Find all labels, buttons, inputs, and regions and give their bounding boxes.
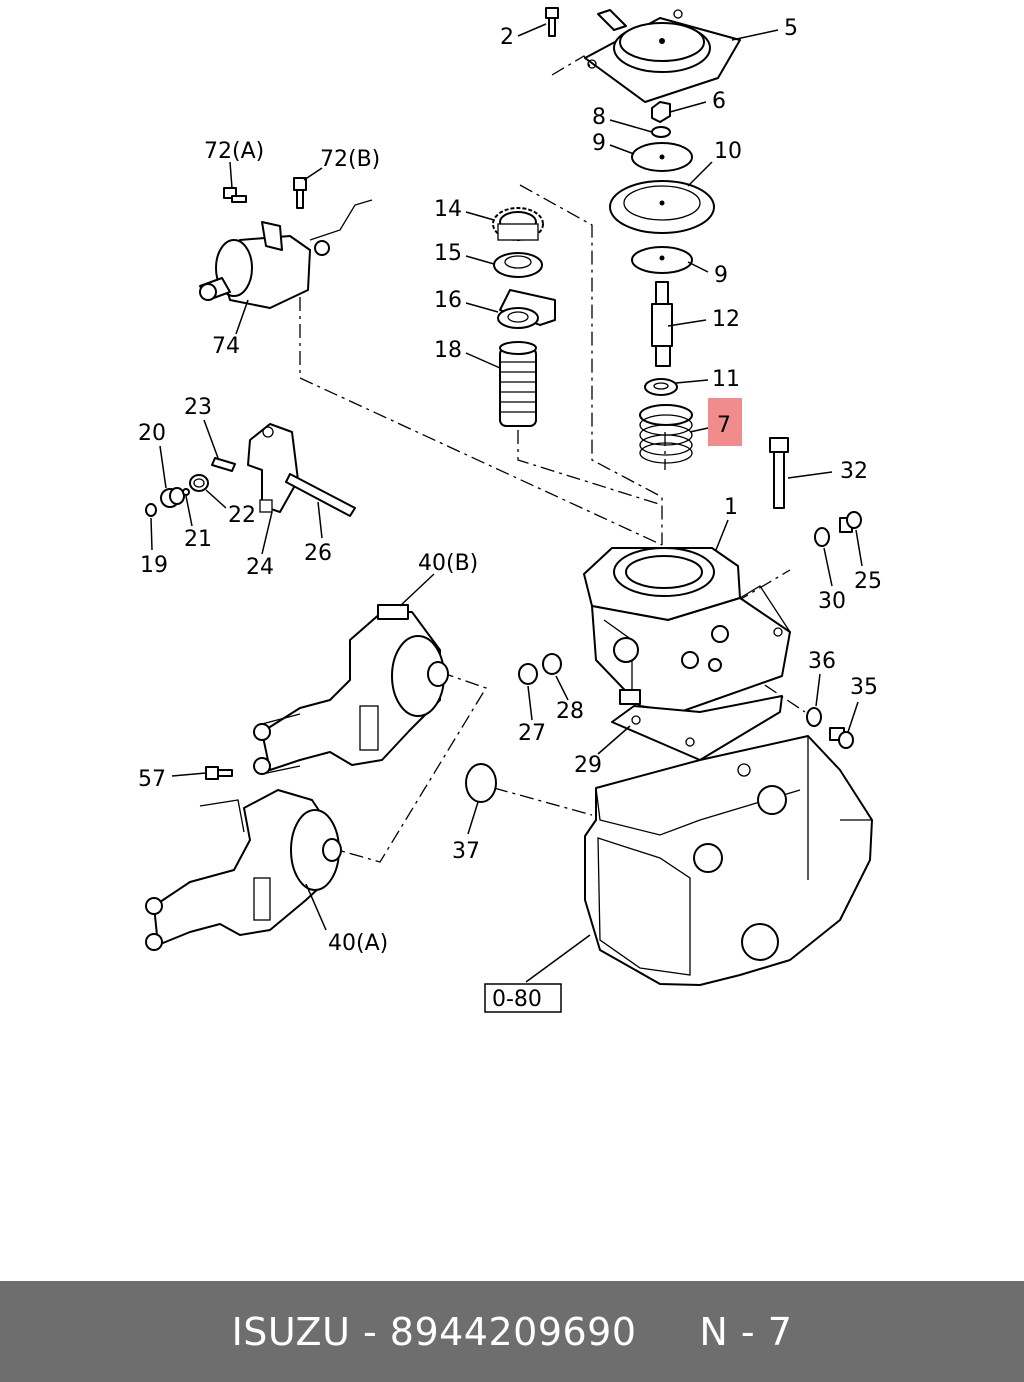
label-11: 11 bbox=[712, 367, 740, 392]
label-18: 18 bbox=[434, 338, 462, 363]
label-57: 57 bbox=[138, 767, 166, 792]
part-11-seal bbox=[644, 378, 678, 396]
part-labels: 2 5 6 8 9 10 9 12 11 7 14 15 16 18 72(A)… bbox=[138, 16, 882, 956]
part-27-plug bbox=[518, 663, 538, 685]
label-32: 32 bbox=[840, 459, 868, 484]
label-29: 29 bbox=[574, 753, 602, 778]
label-28: 28 bbox=[556, 699, 584, 724]
part-21-ring bbox=[182, 488, 190, 496]
part-25-screw bbox=[839, 511, 862, 533]
highlight-box bbox=[708, 398, 742, 446]
part-72a-bolt bbox=[223, 187, 247, 203]
part-24-bracket bbox=[247, 423, 299, 513]
label-7: 7 bbox=[717, 413, 731, 438]
label-9-bottom: 9 bbox=[714, 263, 728, 288]
part-18-sleeve bbox=[499, 341, 537, 427]
label-12: 12 bbox=[712, 307, 740, 332]
part-8-washer bbox=[651, 126, 671, 138]
part-14-gear bbox=[492, 207, 544, 241]
label-6: 6 bbox=[712, 89, 726, 114]
part-30-washer bbox=[814, 527, 830, 547]
part-9-disc-top bbox=[631, 142, 693, 172]
part-28-plug bbox=[542, 653, 562, 675]
label-8: 8 bbox=[592, 105, 606, 130]
label-9-top: 9 bbox=[592, 131, 606, 156]
part-23-pin bbox=[211, 457, 236, 472]
label-20: 20 bbox=[138, 421, 166, 446]
label-14: 14 bbox=[434, 197, 462, 222]
part-40a-sensor bbox=[145, 789, 342, 951]
part-36-washer bbox=[806, 707, 822, 727]
part-6-nut bbox=[651, 101, 671, 123]
exploded-parts-diagram: 2 5 6 8 9 10 9 12 11 7 14 15 16 18 72(A)… bbox=[138, 7, 882, 1013]
part-0-80-pump-body bbox=[584, 735, 873, 986]
label-2: 2 bbox=[500, 25, 514, 50]
part-40b-sensor bbox=[253, 604, 449, 775]
part-74-actuator bbox=[199, 199, 373, 309]
label-26: 26 bbox=[304, 541, 332, 566]
label-5: 5 bbox=[784, 16, 798, 41]
label-30: 30 bbox=[818, 589, 846, 614]
part-35-screw bbox=[829, 727, 854, 749]
reference-box: 0-80 bbox=[484, 983, 562, 1013]
label-15: 15 bbox=[434, 241, 462, 266]
label-23: 23 bbox=[184, 395, 212, 420]
label-72a: 72(A) bbox=[204, 139, 264, 164]
part-19-ring bbox=[145, 503, 157, 517]
part-12-shaft bbox=[651, 281, 673, 367]
label-1: 1 bbox=[724, 495, 738, 520]
label-36: 36 bbox=[808, 649, 836, 674]
part-26-pin bbox=[285, 473, 356, 517]
label-16: 16 bbox=[434, 288, 462, 313]
part-37-o-ring bbox=[465, 763, 497, 803]
part-15-bearing bbox=[493, 252, 543, 278]
part-5-cover bbox=[584, 9, 741, 103]
label-74: 74 bbox=[212, 334, 240, 359]
part-22-spring bbox=[189, 474, 209, 492]
label-40a: 40(A) bbox=[328, 931, 388, 956]
part-16-bracket bbox=[497, 289, 556, 329]
label-25: 25 bbox=[854, 569, 882, 594]
footer-part-info: ISUZU - 8944209690 N - 7 bbox=[231, 1309, 793, 1354]
part-20-cap bbox=[160, 487, 185, 508]
part-32-bolt bbox=[769, 437, 789, 509]
label-40b: 40(B) bbox=[418, 551, 478, 576]
assembly-lines bbox=[261, 55, 806, 863]
label-24: 24 bbox=[246, 555, 274, 580]
label-35: 35 bbox=[850, 675, 878, 700]
label-27: 27 bbox=[518, 721, 546, 746]
label-10: 10 bbox=[714, 139, 742, 164]
label-72b: 72(B) bbox=[320, 147, 380, 172]
label-19: 19 bbox=[140, 553, 168, 578]
part-72b-bolt bbox=[293, 177, 307, 209]
reference-label: 0-80 bbox=[492, 987, 542, 1012]
part-2-bolt bbox=[545, 7, 559, 37]
part-1-housing bbox=[583, 547, 791, 713]
part-7-spring bbox=[639, 404, 693, 464]
part-57-bolt bbox=[205, 766, 233, 780]
part-9-disc-bottom bbox=[631, 246, 693, 274]
label-37: 37 bbox=[452, 839, 480, 864]
label-21: 21 bbox=[184, 527, 212, 552]
leader-lines bbox=[150, 23, 863, 983]
footer-bar: ISUZU - 8944209690 N - 7 bbox=[0, 1281, 1024, 1382]
label-22: 22 bbox=[228, 503, 256, 528]
part-10-diaphragm bbox=[609, 180, 715, 234]
